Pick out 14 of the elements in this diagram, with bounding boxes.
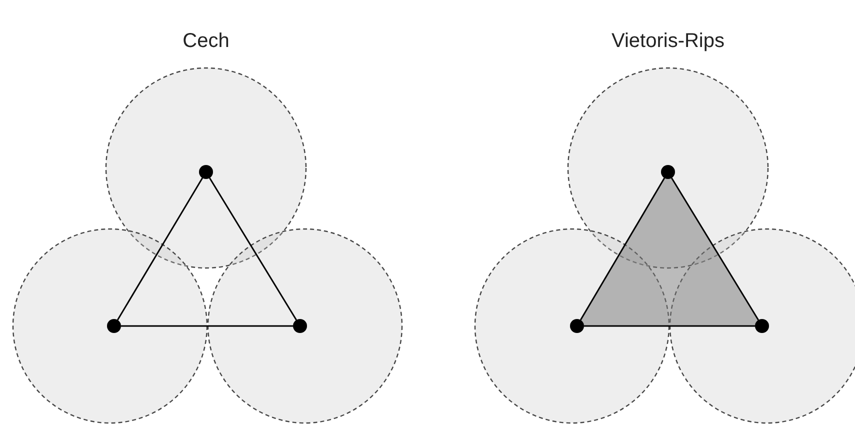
line-segment bbox=[671, 178, 759, 320]
point-marker bbox=[661, 165, 675, 179]
line-segment bbox=[209, 178, 297, 320]
point-marker bbox=[107, 319, 121, 333]
line-segment bbox=[584, 325, 755, 327]
panel-title: Vietoris-Rips bbox=[612, 30, 724, 53]
point-marker bbox=[755, 319, 769, 333]
point-marker bbox=[199, 165, 213, 179]
panel-title: Cech bbox=[182, 30, 230, 53]
point-marker bbox=[570, 319, 584, 333]
line-segment bbox=[116, 178, 204, 320]
point-marker bbox=[293, 319, 307, 333]
line-segment bbox=[121, 325, 293, 327]
line-segment bbox=[580, 178, 666, 320]
